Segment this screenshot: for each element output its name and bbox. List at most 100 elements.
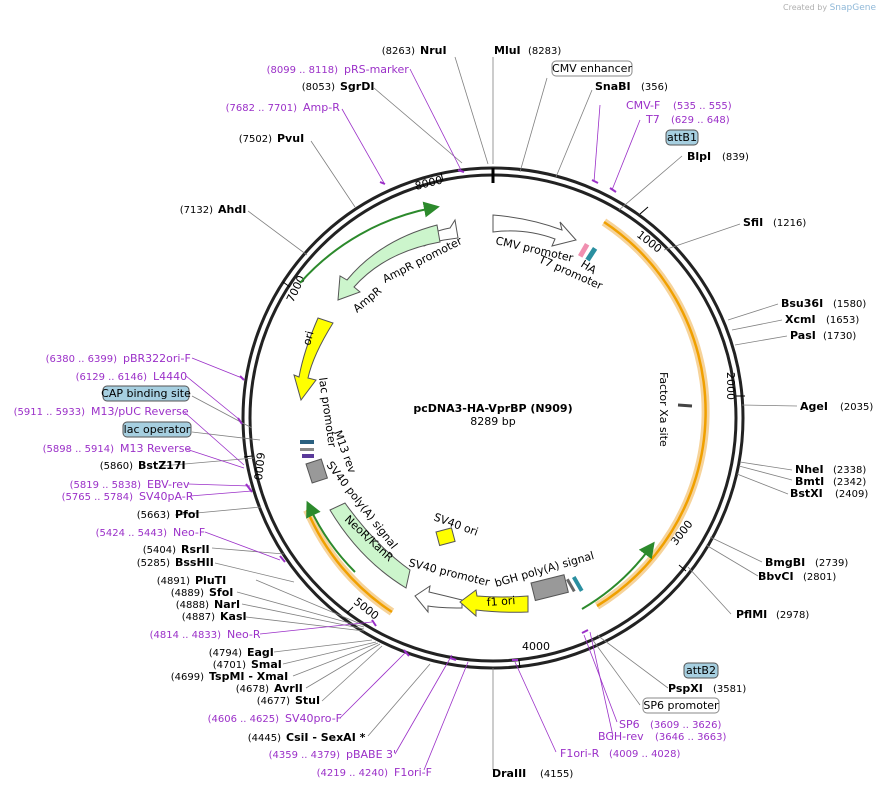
primer-name-m13-reverse: M13 Reverse [120, 442, 191, 455]
site-name-kasi: KasI [220, 610, 247, 623]
attb2-label: attB2 [686, 664, 716, 677]
site-name-bmti: BmtI [795, 475, 824, 488]
site-pos-agei: (2035) [840, 402, 873, 413]
site-name-ahdi: AhdI [218, 203, 246, 216]
site-name-csii: CsiI - SexAI * [286, 731, 366, 744]
primer-name-pbr322ori-f: pBR322ori-F [123, 352, 191, 365]
site-name-xcmi: XcmI [785, 313, 816, 326]
site-pos-nhei: (2338) [833, 465, 866, 476]
site-name-sfii: SfiI [743, 216, 763, 229]
f1-ori-arrow [459, 589, 529, 618]
primer-range-cmv-f: (535 .. 555) [673, 101, 732, 112]
site-name-bbvci: BbvCI [758, 570, 794, 583]
site-name-stui: StuI [295, 694, 320, 707]
primer-name-prs-marker: pRS-marker [344, 63, 409, 76]
site-pos-kasi: (4887) [182, 612, 215, 623]
site-pos-bmti: (2342) [833, 477, 866, 488]
sv40-ori-box [435, 527, 456, 547]
plasmid-name: pcDNA3-HA-VprBP (N909) [413, 402, 572, 415]
primer-range-f1ori-f: (4219 .. 4240) [317, 768, 389, 779]
primer-range-m13-puc-reverse: (5911 .. 5933) [14, 407, 86, 418]
primer-range-sp6: (3609 .. 3626) [650, 720, 722, 731]
ori-arrow [293, 317, 334, 402]
site-name-pasi: PasI [790, 329, 816, 342]
site-pos-bbvci: (2801) [803, 572, 836, 583]
site-pos-avrii: (4678) [236, 684, 269, 695]
primer-name-neo-r: Neo-R [227, 628, 261, 641]
primer-name-m13-puc-reverse: M13/pUC Reverse [91, 405, 189, 418]
vprbp-orf-arc [303, 218, 710, 616]
neor-arrow [329, 502, 411, 589]
left-sites: (8263) NruI (8053) SgrDI (7502) PvuI (71… [100, 44, 447, 744]
lac-operator-box [300, 440, 314, 444]
site-name-pfoi: PfoI [175, 508, 200, 521]
primer-name-ebv-rev: EBV-rev [147, 478, 190, 491]
primer-marks [237, 169, 617, 661]
site-name-avrii: AvrII [274, 682, 303, 695]
right-primers: CMV-F (535 .. 555) T7 (629 .. 648) SP6 (… [560, 99, 732, 760]
primer-name-sv40pro-f: SV40pro-F [285, 712, 342, 725]
site-pos-draiii: (4155) [540, 769, 573, 780]
tick-4000: 4000 [522, 640, 550, 653]
site-pos-ahdi: (7132) [180, 205, 213, 216]
label-f1-ori: f1 ori [486, 594, 516, 609]
site-name-pvui: PvuI [277, 132, 304, 145]
site-name-pluti: PluTI [195, 574, 226, 587]
primer-range-neo-r: (4814 .. 4833) [150, 630, 222, 641]
site-name-agei: AgeI [800, 400, 828, 413]
primer-range-neo-f: (5424 .. 5443) [96, 528, 168, 539]
label-lac-promoter: lac promoter [316, 377, 339, 449]
watermark-prefix: Created by [783, 3, 828, 12]
primer-name-f1ori-r: F1ori-R [560, 747, 600, 760]
ha-tag [578, 242, 590, 258]
primer-range-sv40pro-f: (4606 .. 4625) [208, 714, 280, 725]
site-pos-bsshii: (5285) [137, 558, 170, 569]
site-name-nhei: NheI [795, 463, 824, 476]
primer-range-pbabe-3: (4359 .. 4379) [269, 750, 341, 761]
site-name-bmgbi: BmgBI [765, 556, 805, 569]
cap-binding-site-label: CAP binding site [101, 387, 191, 400]
label-sv40-promoter: SV40 promoter [407, 556, 491, 589]
primer-name-bgh-rev: BGH-rev [598, 730, 644, 743]
site-name-sfoi: SfoI [209, 586, 233, 599]
sv40-polya-box [305, 458, 329, 484]
snapgene-watermark: Created by SnapGene [783, 3, 876, 13]
site-pos-mlui: (8283) [528, 46, 561, 57]
primer-name-f1ori-f: F1ori-F [394, 766, 432, 779]
site-pos-nari: (4888) [176, 600, 209, 611]
attb1-label: attB1 [667, 131, 697, 144]
primer-name-pbabe-3: pBABE 3' [346, 748, 396, 761]
features [293, 214, 598, 618]
label-factor-xa: Factor Xa site [657, 372, 670, 447]
site-pos-sfii: (1216) [773, 218, 806, 229]
primer-range-pbr322ori-f: (6380 .. 6399) [46, 354, 118, 365]
primer-name-l4440: L4440 [153, 370, 187, 383]
primer-name-amp-r: Amp-R [303, 101, 340, 114]
site-pos-nrui: (8263) [382, 46, 415, 57]
site-pos-pflmi: (2978) [776, 610, 809, 621]
site-pos-rsrii: (5404) [143, 545, 176, 556]
site-name-bstxi: BstXI [790, 487, 823, 500]
site-name-nari: NarI [214, 598, 240, 611]
primer-name-cmv-f: CMV-F [626, 99, 660, 112]
site-pos-bstxi: (2409) [835, 489, 868, 500]
orf-arrows [299, 201, 655, 610]
site-name-pflmi: PflMI [736, 608, 767, 621]
site-pos-xcmi: (1653) [826, 315, 859, 326]
primer-range-amp-r: (7682 .. 7701) [226, 103, 298, 114]
site-pos-pluti: (4891) [157, 576, 190, 587]
site-name-bsu36i: Bsu36I [781, 297, 823, 310]
tick-2000: 2000 [724, 372, 737, 400]
primer-name-t7: T7 [645, 113, 660, 126]
site-name-tspmi: TspMI - XmaI [209, 670, 288, 683]
site-pos-blpi: (839) [722, 152, 749, 163]
site-pos-stui: (4677) [257, 696, 290, 707]
sv40-promoter-arrow [414, 584, 463, 614]
site-name-sgrdi: SgrDI [340, 80, 374, 93]
site-name-snabi: SnaBI [595, 80, 631, 93]
cmv-promoter-arrow [492, 214, 577, 247]
cmv-enhancer-label: CMV enhancer [552, 62, 632, 75]
site-pos-bmgbi: (2739) [815, 558, 848, 569]
site-pos-eagi: (4794) [209, 648, 242, 659]
site-pos-pspxi: (3581) [713, 684, 746, 695]
